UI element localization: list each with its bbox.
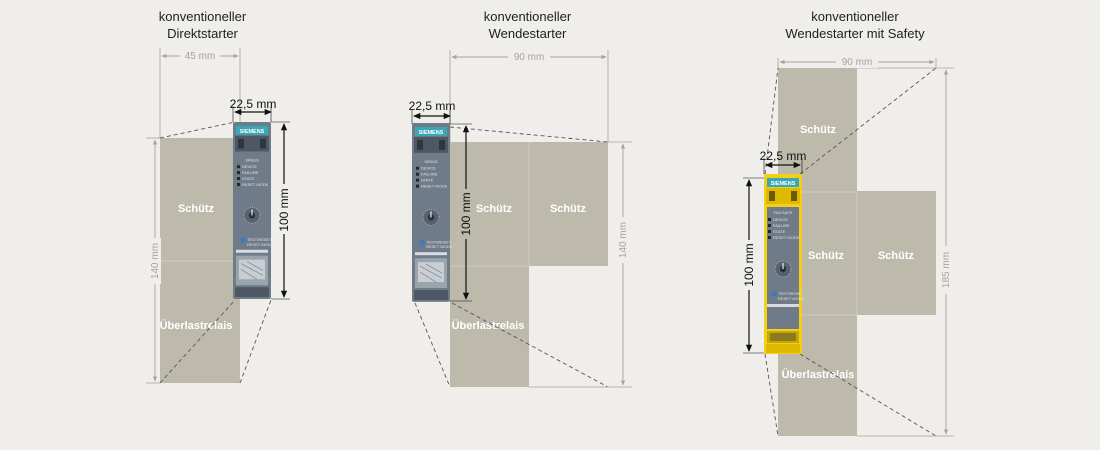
dim-45mm: 45 mm	[185, 51, 216, 62]
ueberlastrelais-block	[160, 261, 240, 383]
schuetz-block-top	[778, 68, 857, 192]
direktstarter-device: SIEMENS SIRIUS DEVICE FAILURE STATE RESE…	[232, 121, 274, 300]
svg-text:RESET MODE: RESET MODE	[773, 235, 800, 240]
title-wendestarter: konventioneller Wendestarter	[455, 8, 600, 42]
svg-text:RESET MODE: RESET MODE	[247, 242, 274, 247]
svg-text:SIRIUS: SIRIUS	[245, 157, 259, 162]
svg-text:RESET MODE: RESET MODE	[421, 184, 448, 189]
schuetz-label-1: Schütz	[476, 203, 513, 215]
svg-text:DEVICE: DEVICE	[421, 166, 436, 171]
section-wendestarter: Schütz Schütz Überlastrelais 90 mm 140 m…	[409, 50, 632, 388]
schuetz-label: Schütz	[178, 203, 215, 215]
svg-text:FAILURE: FAILURE	[242, 170, 259, 175]
svg-text:DEVICE: DEVICE	[773, 217, 788, 222]
svg-text:SIEMENS: SIEMENS	[419, 130, 444, 136]
svg-text:FAILURE: FAILURE	[421, 172, 438, 177]
section-wendestarter-safety: Schütz Schütz Schütz Überlastrelais 90 m…	[742, 56, 954, 437]
dim-140mm: 140 mm	[150, 243, 161, 279]
dim-90mm: 90 mm	[514, 52, 545, 63]
svg-text:DEVICE: DEVICE	[242, 164, 257, 169]
svg-text:RESET MODE: RESET MODE	[426, 244, 453, 249]
svg-text:SIRIUS: SIRIUS	[424, 159, 438, 164]
dim-100mm: 100 mm	[459, 192, 473, 235]
svg-text:SIEMENS: SIEMENS	[771, 181, 796, 187]
svg-text:TEST/RESET: TEST/RESET	[247, 237, 272, 242]
ueberlastrelais-label: Überlastrelais	[782, 368, 855, 381]
title-line-2: Direktstarter	[167, 26, 238, 41]
svg-text:RESET MODE: RESET MODE	[778, 296, 805, 301]
schuetz-label-left: Schütz	[808, 250, 845, 262]
wendestarter-device: SIEMENS SIRIUS DEVICE FAILURE STATE RESE…	[411, 122, 453, 303]
svg-text:TEST/RESET: TEST/RESET	[778, 291, 803, 296]
dim-90mm: 90 mm	[842, 57, 873, 68]
svg-text:STATE: STATE	[773, 229, 786, 234]
title-line-1: konventioneller	[811, 9, 899, 24]
svg-text:STATE: STATE	[421, 178, 434, 183]
title-line-1: konventioneller	[483, 9, 572, 24]
title-direktstarter: konventioneller Direktstarter	[130, 8, 275, 42]
section-direktstarter: Schütz Überlastrelais 45 mm 140 mm SIEME…	[146, 48, 291, 384]
dim-100mm: 100 mm	[277, 188, 291, 231]
schuetz-label-2: Schütz	[550, 203, 587, 215]
title-line-2: Wendestarter	[488, 26, 567, 41]
svg-text:FAILURE: FAILURE	[773, 223, 790, 228]
dim-100mm: 100 mm	[742, 243, 756, 286]
schuetz-block	[160, 138, 240, 262]
dim-185mm: 185 mm	[941, 252, 952, 288]
dim-140mm: 140 mm	[618, 222, 629, 258]
dim-22-5mm: 22,5 mm	[230, 97, 277, 111]
ueberlastrelais-label: Überlastrelais	[452, 319, 525, 332]
title-wendestarter-safety: konventioneller Wendestarter mit Safety	[760, 8, 950, 42]
title-line-2: Wendestarter mit Safety	[785, 26, 925, 41]
dim-22-5mm: 22,5 mm	[409, 99, 456, 113]
dim-22-5mm: 22,5 mm	[760, 149, 807, 163]
safety-device: SIEMENS FAILSAFE DEVICE FAILURE STATE RE…	[763, 173, 805, 355]
svg-text:TEST/RESET: TEST/RESET	[426, 239, 451, 244]
svg-text:FAILSAFE: FAILSAFE	[774, 210, 793, 215]
svg-text:SIEMENS: SIEMENS	[240, 129, 265, 135]
svg-text:RESET MODE: RESET MODE	[242, 182, 269, 187]
schuetz-label-right: Schütz	[878, 250, 915, 262]
schuetz-label-top: Schütz	[800, 124, 837, 136]
svg-text:STATE: STATE	[242, 176, 255, 181]
ueberlastrelais-label: Überlastrelais	[160, 319, 233, 332]
title-line-1: konventioneller	[158, 9, 247, 24]
